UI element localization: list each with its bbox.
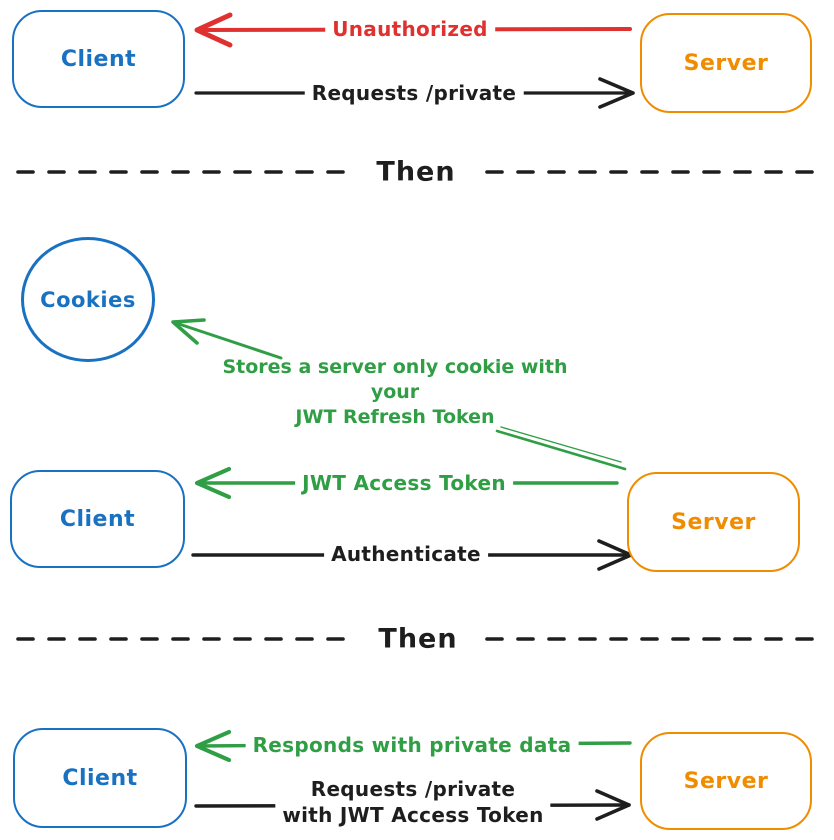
server-node-3-label: Server (683, 768, 769, 794)
client-node-3: Client (13, 728, 187, 828)
client-node-2: Client (10, 470, 185, 568)
client-node-2-label: Client (59, 506, 136, 532)
arrowhead-left-icon (194, 466, 232, 500)
arrowhead-left-icon (194, 729, 232, 763)
jwt-access-token-arrow-label: JWT Access Token (295, 471, 513, 495)
responds-private-data-arrow-label: Responds with private data (245, 733, 579, 757)
client-node-1: Client (12, 10, 185, 108)
requests-with-token-arrow-label: Requests /private with JWT Access Token (275, 776, 551, 828)
store-cookie-note-line2: your (370, 381, 420, 403)
requests-with-token-label-line1: Requests /private (310, 777, 516, 801)
requests-private-arrow-label: Requests /private (304, 81, 524, 105)
unauthorized-arrow-label: Unauthorized (325, 17, 495, 41)
store-cookie-arrow (171, 318, 627, 471)
then-divider-label-1: Then (364, 156, 468, 188)
server-node-3: Server (640, 732, 812, 830)
server-node-1-label: Server (683, 50, 769, 76)
arrowhead-right-icon (598, 77, 635, 109)
cookies-node: Cookies (21, 237, 155, 362)
then-divider-label-2: Then (366, 623, 470, 655)
arrowhead-right-icon (595, 789, 631, 821)
arrowhead-left-icon (194, 12, 233, 48)
arrowhead-upleft-icon (171, 318, 206, 345)
client-node-1-label: Client (60, 46, 137, 72)
server-node-2: Server (627, 472, 800, 572)
server-node-1: Server (640, 13, 812, 113)
cookies-node-label: Cookies (40, 287, 136, 312)
store-cookie-note-line3: JWT Refresh Token (295, 406, 495, 428)
store-cookie-note: Stores a server only cookie with your JW… (222, 355, 567, 430)
server-node-2-label: Server (671, 509, 756, 535)
requests-with-token-label-line2: with JWT Access Token (282, 803, 544, 827)
store-cookie-note-line1: Stores a server only cookie with (222, 356, 568, 378)
authenticate-arrow-label: Authenticate (324, 542, 488, 566)
client-node-3-label: Client (62, 765, 138, 791)
